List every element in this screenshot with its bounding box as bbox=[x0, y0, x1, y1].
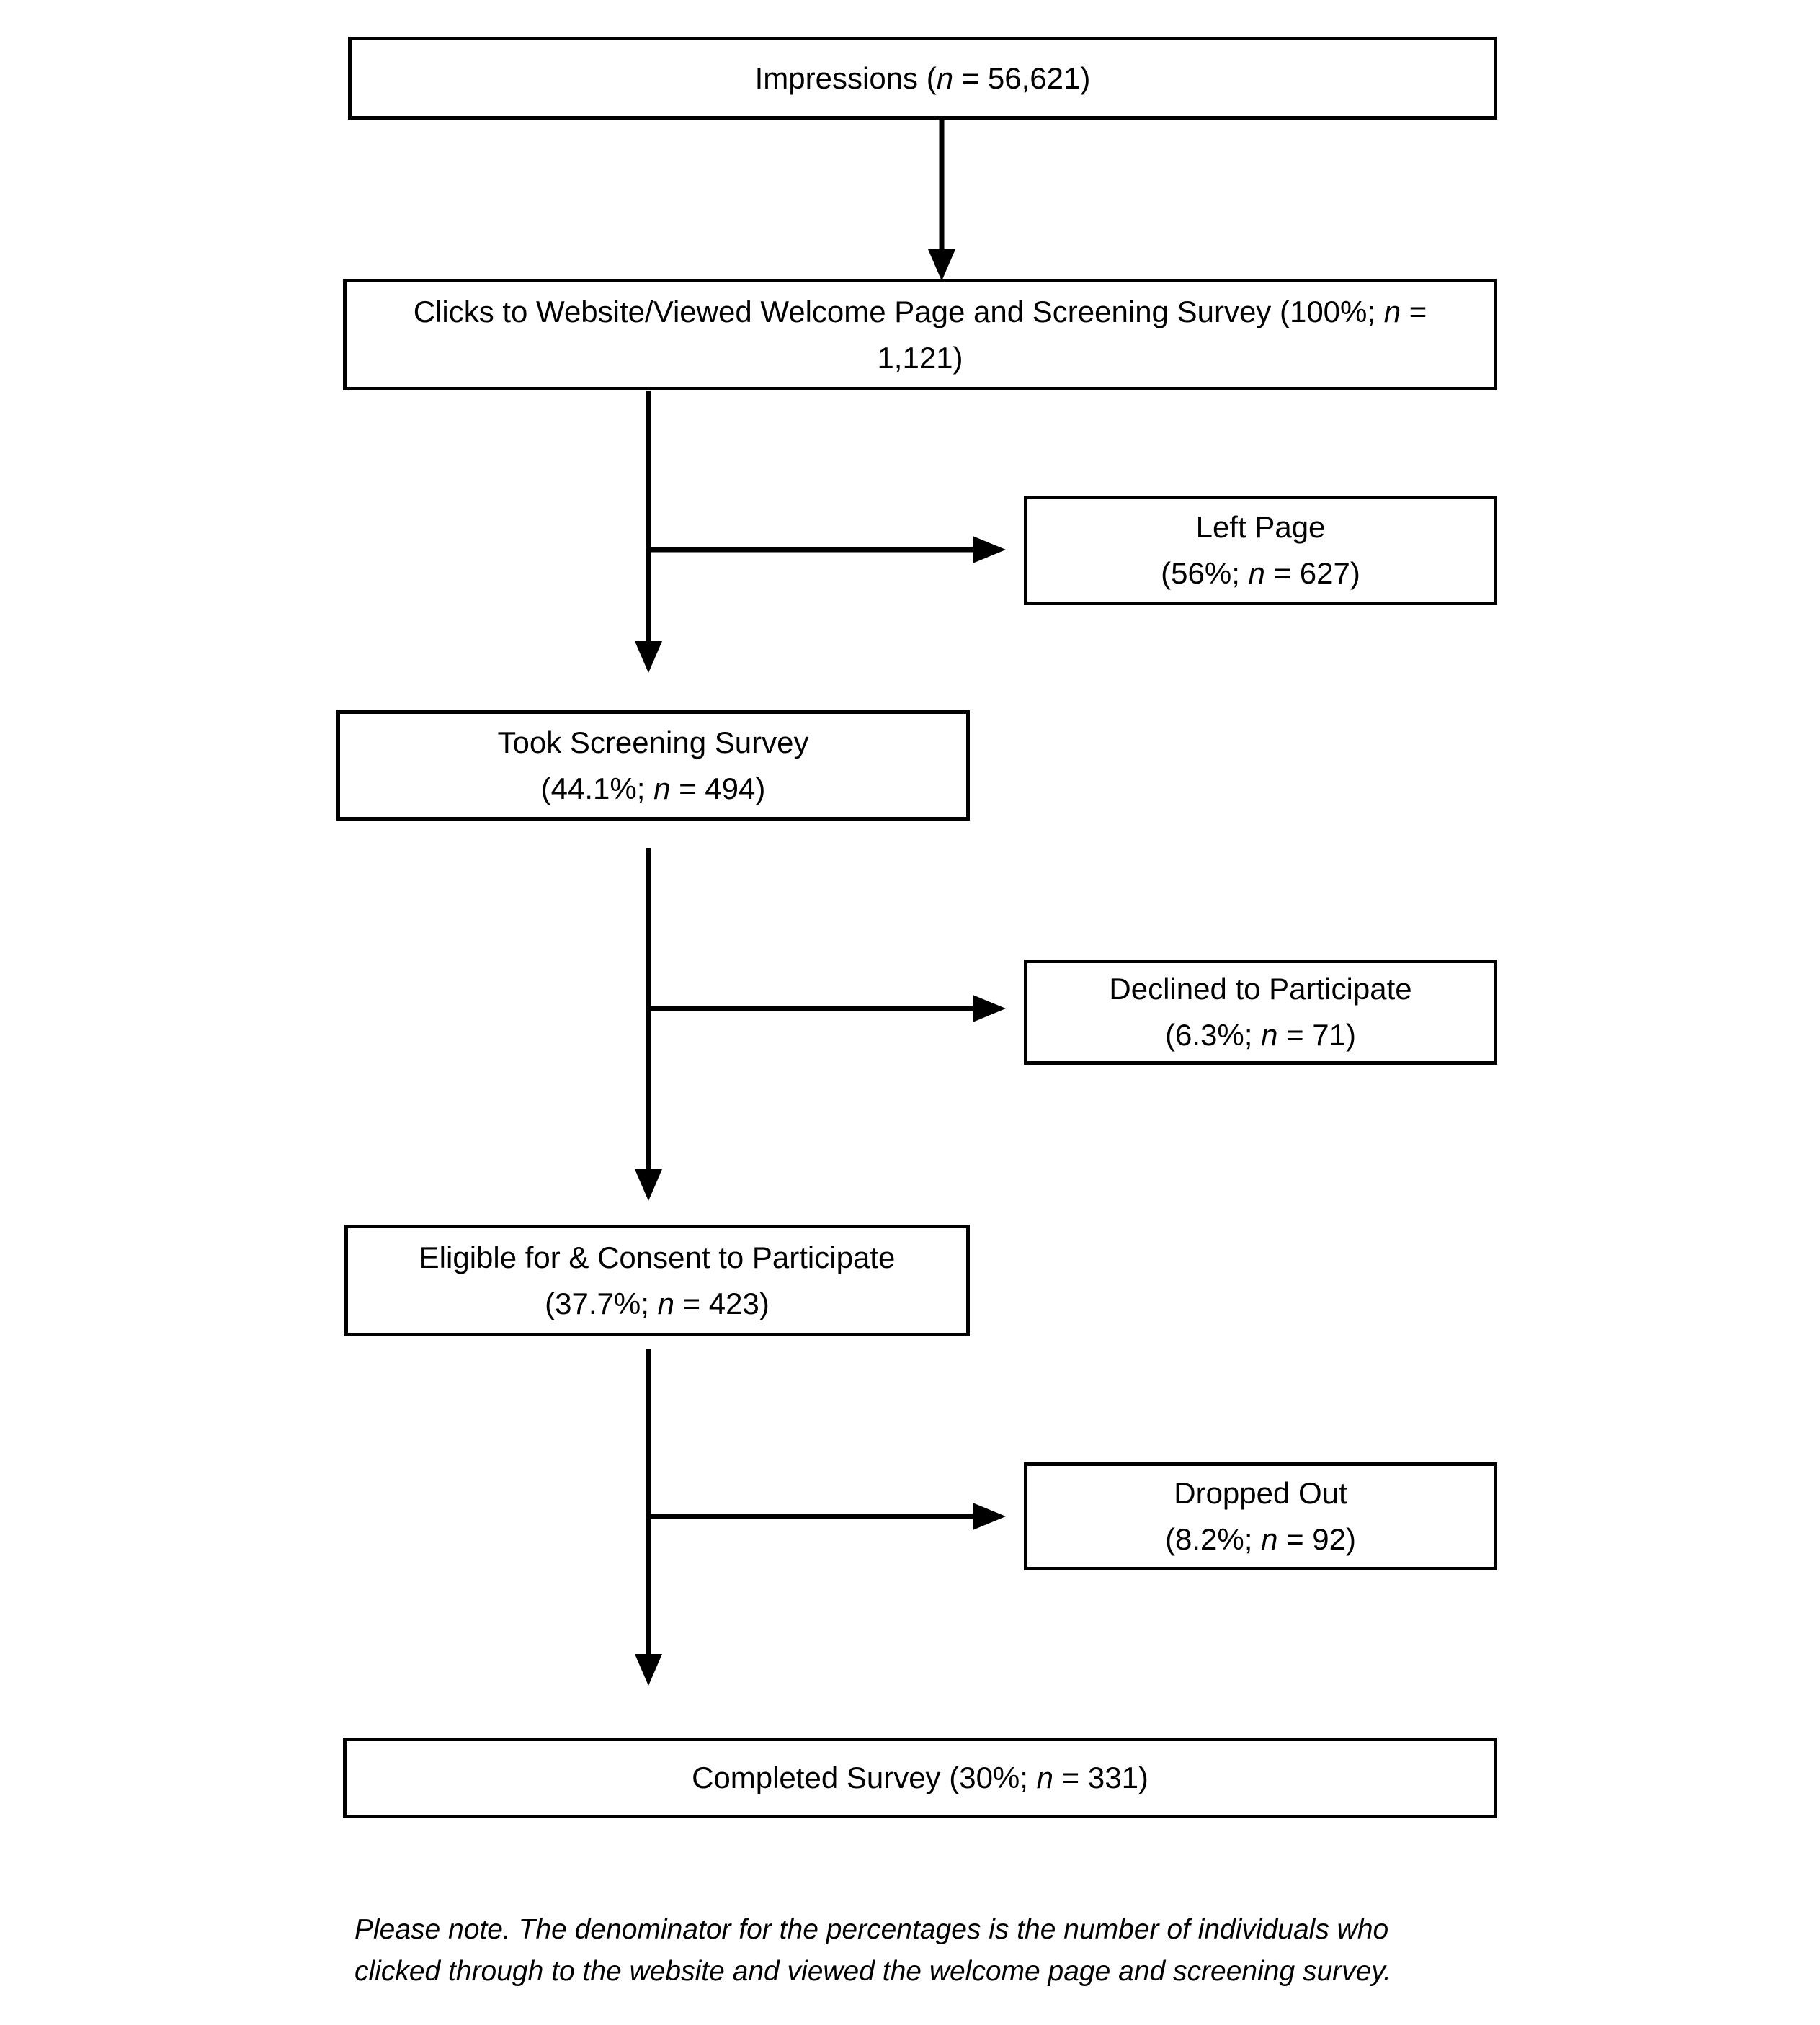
stat-prefix: (44.1%; bbox=[540, 771, 654, 805]
label-prefix: Impressions ( bbox=[754, 61, 937, 95]
stat-suffix: = 494) bbox=[670, 771, 766, 805]
stat-prefix: (37.7%; bbox=[545, 1286, 658, 1320]
node-left-page: Left Page (56%; n = 627) bbox=[1024, 496, 1497, 605]
node-stat: (44.1%; n = 494) bbox=[541, 766, 766, 812]
label-mid: = bbox=[1401, 294, 1427, 328]
n-variable: n bbox=[1261, 1522, 1278, 1556]
figure-note-line2: clicked through to the website and viewe… bbox=[354, 1956, 1391, 1987]
label-prefix: Clicks to Website/Viewed Welcome Page an… bbox=[413, 294, 1384, 328]
node-took-screening-survey: Took Screening Survey (44.1%; n = 494) bbox=[336, 710, 970, 821]
label-prefix: Completed Survey (30%; bbox=[692, 1761, 1037, 1794]
node-title: Declined to Participate bbox=[1109, 972, 1412, 1006]
stat-prefix: (6.3%; bbox=[1165, 1018, 1262, 1052]
n-variable: n bbox=[1261, 1018, 1278, 1052]
stat-suffix: = 92) bbox=[1277, 1522, 1356, 1556]
n-variable: n bbox=[653, 771, 671, 805]
n-variable: n bbox=[1248, 556, 1265, 590]
arrow-branch-declined bbox=[648, 995, 1006, 1022]
stat-prefix: (56%; bbox=[1161, 556, 1249, 590]
node-title: Left Page bbox=[1195, 510, 1326, 544]
n-variable: n bbox=[1036, 1761, 1053, 1794]
node-clicks-to-website: Clicks to Website/Viewed Welcome Page an… bbox=[343, 279, 1497, 390]
n-variable: n bbox=[657, 1286, 674, 1320]
figure-note: Please note. The denominator for the per… bbox=[354, 1909, 1478, 1993]
node-completed-survey: Completed Survey (30%; n = 331) bbox=[343, 1738, 1497, 1818]
node-clicks-line2: 1,121) bbox=[877, 340, 963, 375]
arrow-clicks-to-took-survey bbox=[635, 391, 662, 673]
node-title: Eligible for & Consent to Participate bbox=[419, 1240, 896, 1274]
node-stat: (6.3%; n = 71) bbox=[1165, 1012, 1356, 1058]
n-variable: n bbox=[1383, 294, 1401, 328]
arrow-eligible-to-completed bbox=[635, 1349, 662, 1686]
node-impressions: Impressions (n = 56,621) bbox=[348, 37, 1497, 120]
stat-suffix: = 71) bbox=[1277, 1018, 1356, 1052]
stat-prefix: (8.2%; bbox=[1165, 1522, 1262, 1556]
node-stat: (37.7%; n = 423) bbox=[545, 1281, 770, 1327]
arrow-branch-dropped-out bbox=[648, 1503, 1006, 1530]
arrow-impressions-to-clicks bbox=[928, 119, 955, 281]
n-variable: n bbox=[936, 61, 954, 95]
node-title: Took Screening Survey bbox=[497, 725, 809, 759]
label-suffix: = 331) bbox=[1053, 1761, 1148, 1794]
node-completed-label: Completed Survey (30%; n = 331) bbox=[692, 1755, 1148, 1801]
node-stat: (56%; n = 627) bbox=[1161, 550, 1360, 596]
node-stat: (8.2%; n = 92) bbox=[1165, 1516, 1356, 1563]
node-declined-to-participate: Declined to Participate (6.3%; n = 71) bbox=[1024, 960, 1497, 1065]
stat-suffix: = 627) bbox=[1264, 556, 1360, 590]
stat-suffix: = 423) bbox=[674, 1286, 770, 1320]
arrow-branch-left-page bbox=[648, 536, 1006, 563]
node-clicks-line1: Clicks to Website/Viewed Welcome Page an… bbox=[414, 289, 1427, 335]
node-dropped-out: Dropped Out (8.2%; n = 92) bbox=[1024, 1462, 1497, 1570]
node-title: Dropped Out bbox=[1174, 1476, 1347, 1510]
figure-note-line1: Please note. The denominator for the per… bbox=[354, 1914, 1389, 1945]
label-suffix: = 56,621) bbox=[953, 61, 1091, 95]
arrow-took-survey-to-eligible bbox=[635, 848, 662, 1201]
node-eligible-consent: Eligible for & Consent to Participate (3… bbox=[344, 1225, 970, 1336]
node-impressions-label: Impressions (n = 56,621) bbox=[755, 55, 1091, 102]
